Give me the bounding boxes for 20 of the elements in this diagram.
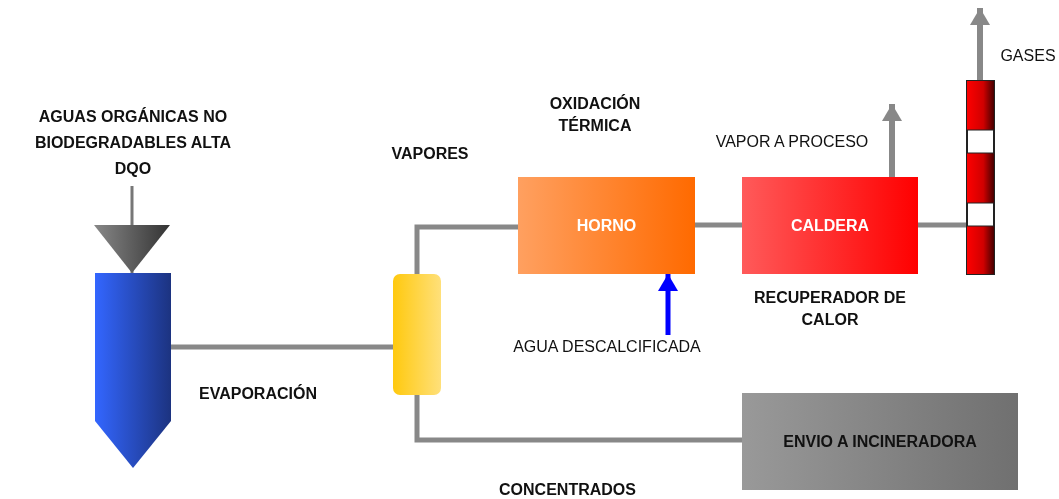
feed-label: AGUAS ORGÁNICAS NO BIODEGRADABLES ALTA DQO [17,104,249,186]
boiler-box: CALDERA [742,177,918,274]
pipe-line [171,344,393,350]
pipe-line [918,222,966,228]
water-inlet-label: AGUA DESCALCIFICADA [498,335,716,359]
incinerator-box: ENVIO A INCINERADORA [742,393,1018,490]
pipe-line [695,222,742,228]
inlet-funnel-arrow [94,186,170,273]
equipment-label: RECUPERADOR DE CALOR [753,288,907,330]
arrow [882,104,902,177]
separator-vessel [393,274,441,395]
evaporator-column [95,273,171,468]
pipe-line [414,224,518,274]
chimney-stack [966,80,995,275]
arrow [970,8,990,80]
furnace-box: HORNO [518,177,695,274]
process-label: EVAPORACIÓN [198,383,318,404]
pipe-line [414,395,742,443]
process-label: OXIDACIÓN TÉRMICA [548,93,642,136]
arrow [658,274,678,335]
